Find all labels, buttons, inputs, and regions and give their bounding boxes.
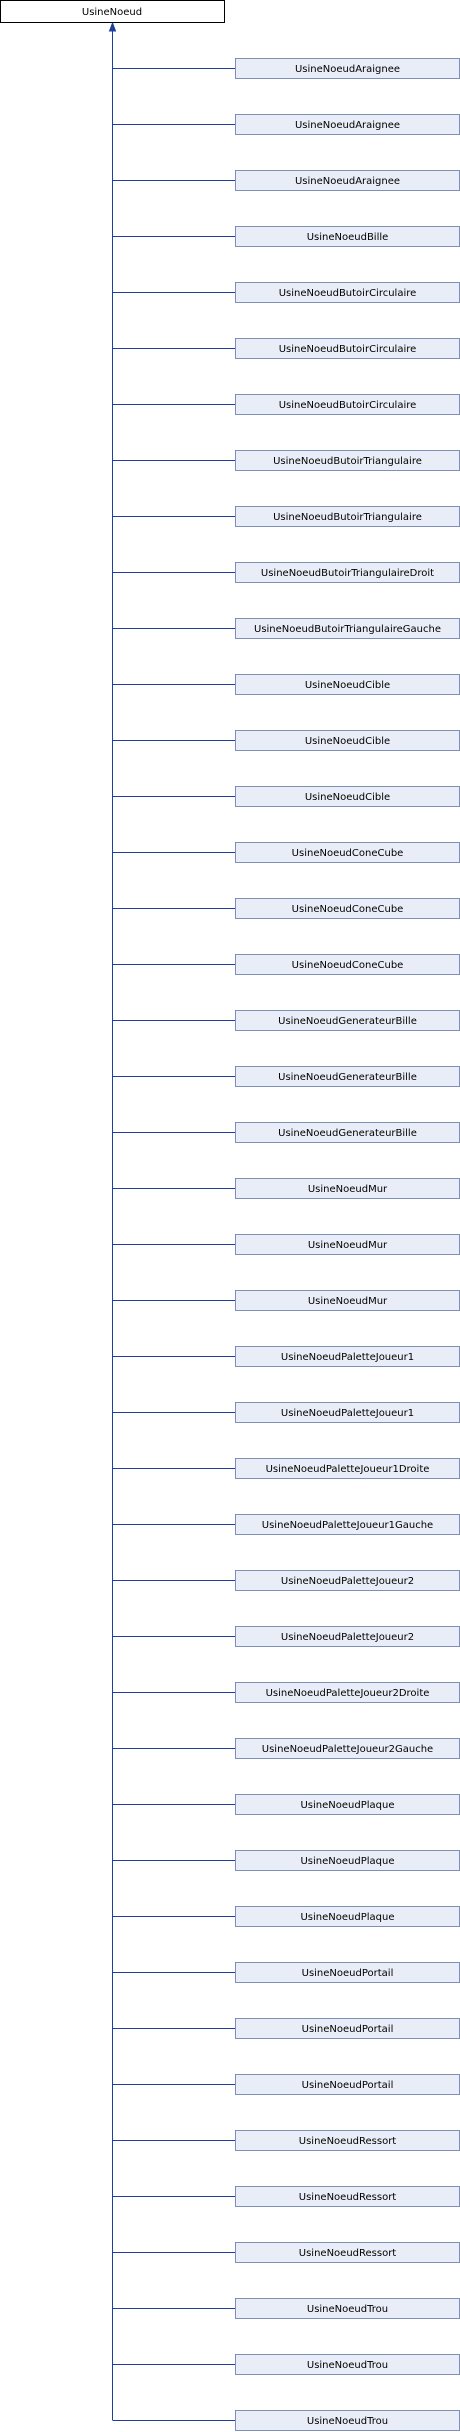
derived-class-label: UsineNoeudConeCube <box>292 848 404 859</box>
derived-class-node[interactable]: UsineNoeudAraignee <box>235 170 460 191</box>
derived-class-node[interactable]: UsineNoeudMur <box>235 1234 460 1255</box>
derived-class-label: UsineNoeudBille <box>307 232 389 243</box>
derived-class-label: UsineNoeudAraignee <box>295 120 400 131</box>
derived-class-node[interactable]: UsineNoeudPaletteJoueur1Droite <box>235 1458 460 1479</box>
derived-class-label: UsineNoeudCible <box>305 736 390 747</box>
derived-class-label: UsineNoeudPaletteJoueur1Droite <box>266 1464 430 1475</box>
derived-class-nodes: UsineNoeudAraigneeUsineNoeudAraigneeUsin… <box>235 58 460 2431</box>
derived-class-label: UsineNoeudGenerateurBille <box>278 1016 417 1027</box>
derived-class-node[interactable]: UsineNoeudMur <box>235 1178 460 1199</box>
derived-class-node[interactable]: UsineNoeudRessort <box>235 2242 460 2263</box>
derived-class-label: UsineNoeudPlaque <box>300 1800 394 1811</box>
derived-class-node[interactable]: UsineNoeudPaletteJoueur1Gauche <box>235 1514 460 1535</box>
derived-class-node[interactable]: UsineNoeudPortail <box>235 2074 460 2095</box>
derived-class-label: UsineNoeudPaletteJoueur1 <box>281 1408 414 1419</box>
derived-class-node[interactable]: UsineNoeudTrou <box>235 2354 460 2375</box>
derived-class-label: UsineNoeudTrou <box>307 2416 388 2427</box>
derived-class-node[interactable]: UsineNoeudButoirTriangulaireDroit <box>235 562 460 583</box>
derived-class-label: UsineNoeudButoirTriangulaire <box>273 512 422 523</box>
derived-class-node[interactable]: UsineNoeudAraignee <box>235 58 460 79</box>
derived-class-node[interactable]: UsineNoeudBille <box>235 226 460 247</box>
derived-class-node[interactable]: UsineNoeudPaletteJoueur2Gauche <box>235 1738 460 1759</box>
derived-class-node[interactable]: UsineNoeudPortail <box>235 1962 460 1983</box>
base-class-box <box>0 0 225 23</box>
derived-class-node[interactable]: UsineNoeudPaletteJoueur1 <box>235 1346 460 1367</box>
derived-class-label: UsineNoeudMur <box>308 1184 388 1195</box>
derived-class-node[interactable]: UsineNoeudGenerateurBille <box>235 1122 460 1143</box>
derived-class-node[interactable]: UsineNoeudPlaque <box>235 1906 460 1927</box>
derived-class-label: UsineNoeudRessort <box>299 2192 397 2203</box>
derived-class-label: UsineNoeudMur <box>308 1240 388 1251</box>
derived-class-node[interactable]: UsineNoeudGenerateurBille <box>235 1066 460 1087</box>
derived-class-label: UsineNoeudRessort <box>299 2248 397 2259</box>
derived-class-node[interactable]: UsineNoeudPaletteJoueur2Droite <box>235 1682 460 1703</box>
derived-class-label: UsineNoeudPaletteJoueur2 <box>281 1632 414 1643</box>
derived-class-node[interactable]: UsineNoeudPlaque <box>235 1850 460 1871</box>
derived-class-label: UsineNoeudCible <box>305 680 390 691</box>
derived-class-label: UsineNoeudTrou <box>307 2304 388 2315</box>
derived-class-label: UsineNoeudButoirTriangulaireDroit <box>261 568 434 579</box>
derived-class-node[interactable]: UsineNoeudPaletteJoueur2 <box>235 1626 460 1647</box>
derived-class-node[interactable]: UsineNoeudGenerateurBille <box>235 1010 460 1031</box>
derived-class-label: UsineNoeudButoirCirculaire <box>279 288 417 299</box>
derived-class-node[interactable]: UsineNoeudPlaque <box>235 1794 460 1815</box>
base-class-label: UsineNoeud <box>82 7 142 18</box>
derived-class-label: UsineNoeudPortail <box>302 1968 394 1979</box>
derived-class-label: UsineNoeudAraignee <box>295 64 400 75</box>
derived-class-node[interactable]: UsineNoeudButoirCirculaire <box>235 394 460 415</box>
derived-class-label: UsineNoeudPaletteJoueur1Gauche <box>262 1520 433 1531</box>
derived-class-node[interactable]: UsineNoeudRessort <box>235 2186 460 2207</box>
derived-class-label: UsineNoeudPaletteJoueur2Gauche <box>262 1744 433 1755</box>
derived-class-label: UsineNoeudPaletteJoueur1 <box>281 1352 414 1363</box>
derived-class-node[interactable]: UsineNoeudCible <box>235 786 460 807</box>
derived-class-node[interactable]: UsineNoeudRessort <box>235 2130 460 2151</box>
base-class-node[interactable]: UsineNoeud <box>0 0 225 23</box>
derived-class-node[interactable]: UsineNoeudPaletteJoueur2 <box>235 1570 460 1591</box>
derived-class-node[interactable]: UsineNoeudConeCube <box>235 954 460 975</box>
derived-class-label: UsineNoeudConeCube <box>292 904 404 915</box>
derived-class-node[interactable]: UsineNoeudButoirCirculaire <box>235 338 460 359</box>
derived-class-label: UsineNoeudButoirTriangulaireGauche <box>254 624 441 635</box>
derived-class-node[interactable]: UsineNoeudButoirCirculaire <box>235 282 460 303</box>
derived-class-node[interactable]: UsineNoeudTrou <box>235 2410 460 2431</box>
derived-class-label: UsineNoeudPaletteJoueur2 <box>281 1576 414 1587</box>
derived-class-label: UsineNoeudPlaque <box>300 1912 394 1923</box>
derived-class-label: UsineNoeudAraignee <box>295 176 400 187</box>
derived-class-label: UsineNoeudButoirTriangulaire <box>273 456 422 467</box>
derived-class-node[interactable]: UsineNoeudConeCube <box>235 898 460 919</box>
derived-class-label: UsineNoeudGenerateurBille <box>278 1072 417 1083</box>
derived-class-node[interactable]: UsineNoeudCible <box>235 674 460 695</box>
derived-class-node[interactable]: UsineNoeudPaletteJoueur1 <box>235 1402 460 1423</box>
derived-class-label: UsineNoeudPlaque <box>300 1856 394 1867</box>
derived-class-node[interactable]: UsineNoeudButoirTriangulaire <box>235 506 460 527</box>
inheritance-edges <box>108 21 236 2421</box>
derived-class-label: UsineNoeudPortail <box>302 2080 394 2091</box>
derived-class-label: UsineNoeudPaletteJoueur2Droite <box>266 1688 430 1699</box>
derived-class-label: UsineNoeudGenerateurBille <box>278 1128 417 1139</box>
derived-class-node[interactable]: UsineNoeudConeCube <box>235 842 460 863</box>
derived-class-label: UsineNoeudMur <box>308 1296 388 1307</box>
derived-class-node[interactable]: UsineNoeudMur <box>235 1290 460 1311</box>
derived-class-node[interactable]: UsineNoeudAraignee <box>235 114 460 135</box>
derived-class-node[interactable]: UsineNoeudTrou <box>235 2298 460 2319</box>
derived-class-label: UsineNoeudPortail <box>302 2024 394 2035</box>
derived-class-node[interactable]: UsineNoeudButoirTriangulaireGauche <box>235 618 460 639</box>
derived-class-label: UsineNoeudTrou <box>307 2360 388 2371</box>
derived-class-label: UsineNoeudConeCube <box>292 960 404 971</box>
derived-class-label: UsineNoeudButoirCirculaire <box>279 400 417 411</box>
inheritance-arrowhead <box>108 21 117 32</box>
derived-class-label: UsineNoeudCible <box>305 792 390 803</box>
derived-class-node[interactable]: UsineNoeudCible <box>235 730 460 751</box>
derived-class-label: UsineNoeudRessort <box>299 2136 397 2147</box>
derived-class-node[interactable]: UsineNoeudButoirTriangulaire <box>235 450 460 471</box>
derived-class-node[interactable]: UsineNoeudPortail <box>235 2018 460 2039</box>
derived-class-label: UsineNoeudButoirCirculaire <box>279 344 417 355</box>
